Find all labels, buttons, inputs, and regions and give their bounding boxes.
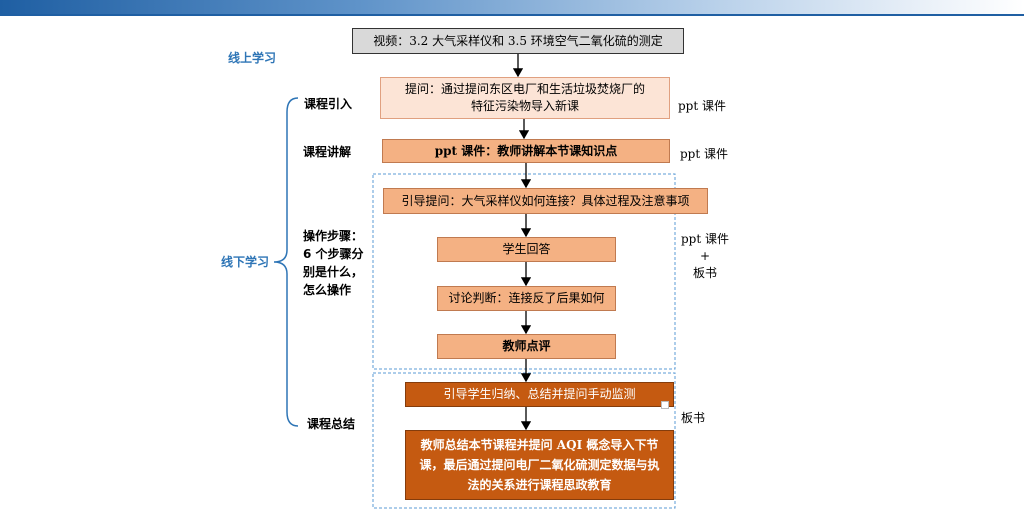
- section-label-steps: 操作步骤： 6 个步骤分 别是什么， 怎么操作: [303, 227, 373, 299]
- resource-middle-line: 板书: [692, 266, 717, 280]
- flow-box-student-answer-text: 学生回答: [502, 242, 551, 256]
- flow-box-guide-question: 引导提问：大气采样仪如何连接？具体过程及注意事项: [383, 188, 708, 214]
- flow-box-question: 提问：通过提问东区电厂和生活垃圾焚烧厂的 特征污染物导入新课: [380, 77, 670, 119]
- steps-line: 6 个步骤分: [303, 247, 364, 261]
- left-curly-brace: [273, 97, 299, 427]
- resource-label-summary: 板书: [681, 411, 706, 425]
- section-label-lecture: 课程讲解: [303, 145, 352, 159]
- small-square-marker: [661, 401, 669, 409]
- flow-box-final-summary: 教师总结本节课程并提问 AQI 概念导入下节 课，最后通过提问电厂二氧化硫测定数…: [405, 430, 674, 500]
- stage-label-offline: 线下学习: [221, 255, 270, 269]
- section-label-intro: 课程引入: [304, 97, 353, 111]
- flow-box-teacher-comment-text: 教师点评: [502, 339, 551, 353]
- flow-box-guide-question-text: 引导提问：大气采样仪如何连接？具体过程及注意事项: [401, 193, 690, 208]
- dashed-frame-middle: [372, 173, 676, 370]
- flow-box-final-line: 法的关系进行课程思政教育: [467, 478, 612, 492]
- flow-box-video: 视频：3.2 大气采样仪和 3.5 环境空气二氧化硫的测定: [352, 28, 684, 54]
- flow-box-ppt-lecture-text: ppt 课件：教师讲解本节课知识点: [434, 143, 618, 158]
- steps-line: 操作步骤：: [303, 229, 364, 243]
- flow-box-discussion: 讨论判断：连接反了后果如何: [437, 286, 616, 311]
- dashed-frame-bottom: [372, 372, 676, 509]
- flow-box-question-line: 特征污染物导入新课: [470, 99, 579, 113]
- flow-box-final-line: 课，最后通过提问电厂二氧化硫测定数据与执: [419, 458, 660, 472]
- flow-box-question-line: 提问：通过提问东区电厂和生活垃圾焚烧厂的: [404, 82, 645, 96]
- flow-box-induce: 引导学生归纳、总结并提问手动监测: [405, 382, 674, 407]
- resource-label-intro: ppt 课件: [678, 99, 727, 113]
- flow-box-student-answer: 学生回答: [437, 237, 616, 262]
- resource-label-lecture: ppt 课件: [680, 147, 729, 161]
- steps-line: 别是什么，: [303, 265, 364, 279]
- resource-label-middle: ppt 课件 + 板书: [681, 231, 729, 282]
- flow-box-teacher-comment: 教师点评: [437, 334, 616, 359]
- flow-box-final-line: 教师总结本节课程并提问 AQI 概念导入下节: [420, 438, 659, 452]
- flow-box-video-text: 视频：3.2 大气采样仪和 3.5 环境空气二氧化硫的测定: [373, 33, 663, 48]
- header-divider: [0, 14, 1024, 16]
- section-label-summary: 课程总结: [307, 417, 356, 431]
- flow-box-induce-text: 引导学生归纳、总结并提问手动监测: [443, 387, 636, 401]
- header-gradient-bar: [0, 0, 1024, 14]
- resource-middle-line: ppt 课件: [681, 232, 730, 246]
- flow-box-ppt-lecture: ppt 课件：教师讲解本节课知识点: [382, 139, 670, 163]
- resource-middle-line: +: [699, 249, 711, 263]
- steps-line: 怎么操作: [303, 283, 352, 297]
- flow-box-discussion-text: 讨论判断：连接反了后果如何: [448, 291, 605, 305]
- stage-label-online: 线上学习: [228, 51, 277, 65]
